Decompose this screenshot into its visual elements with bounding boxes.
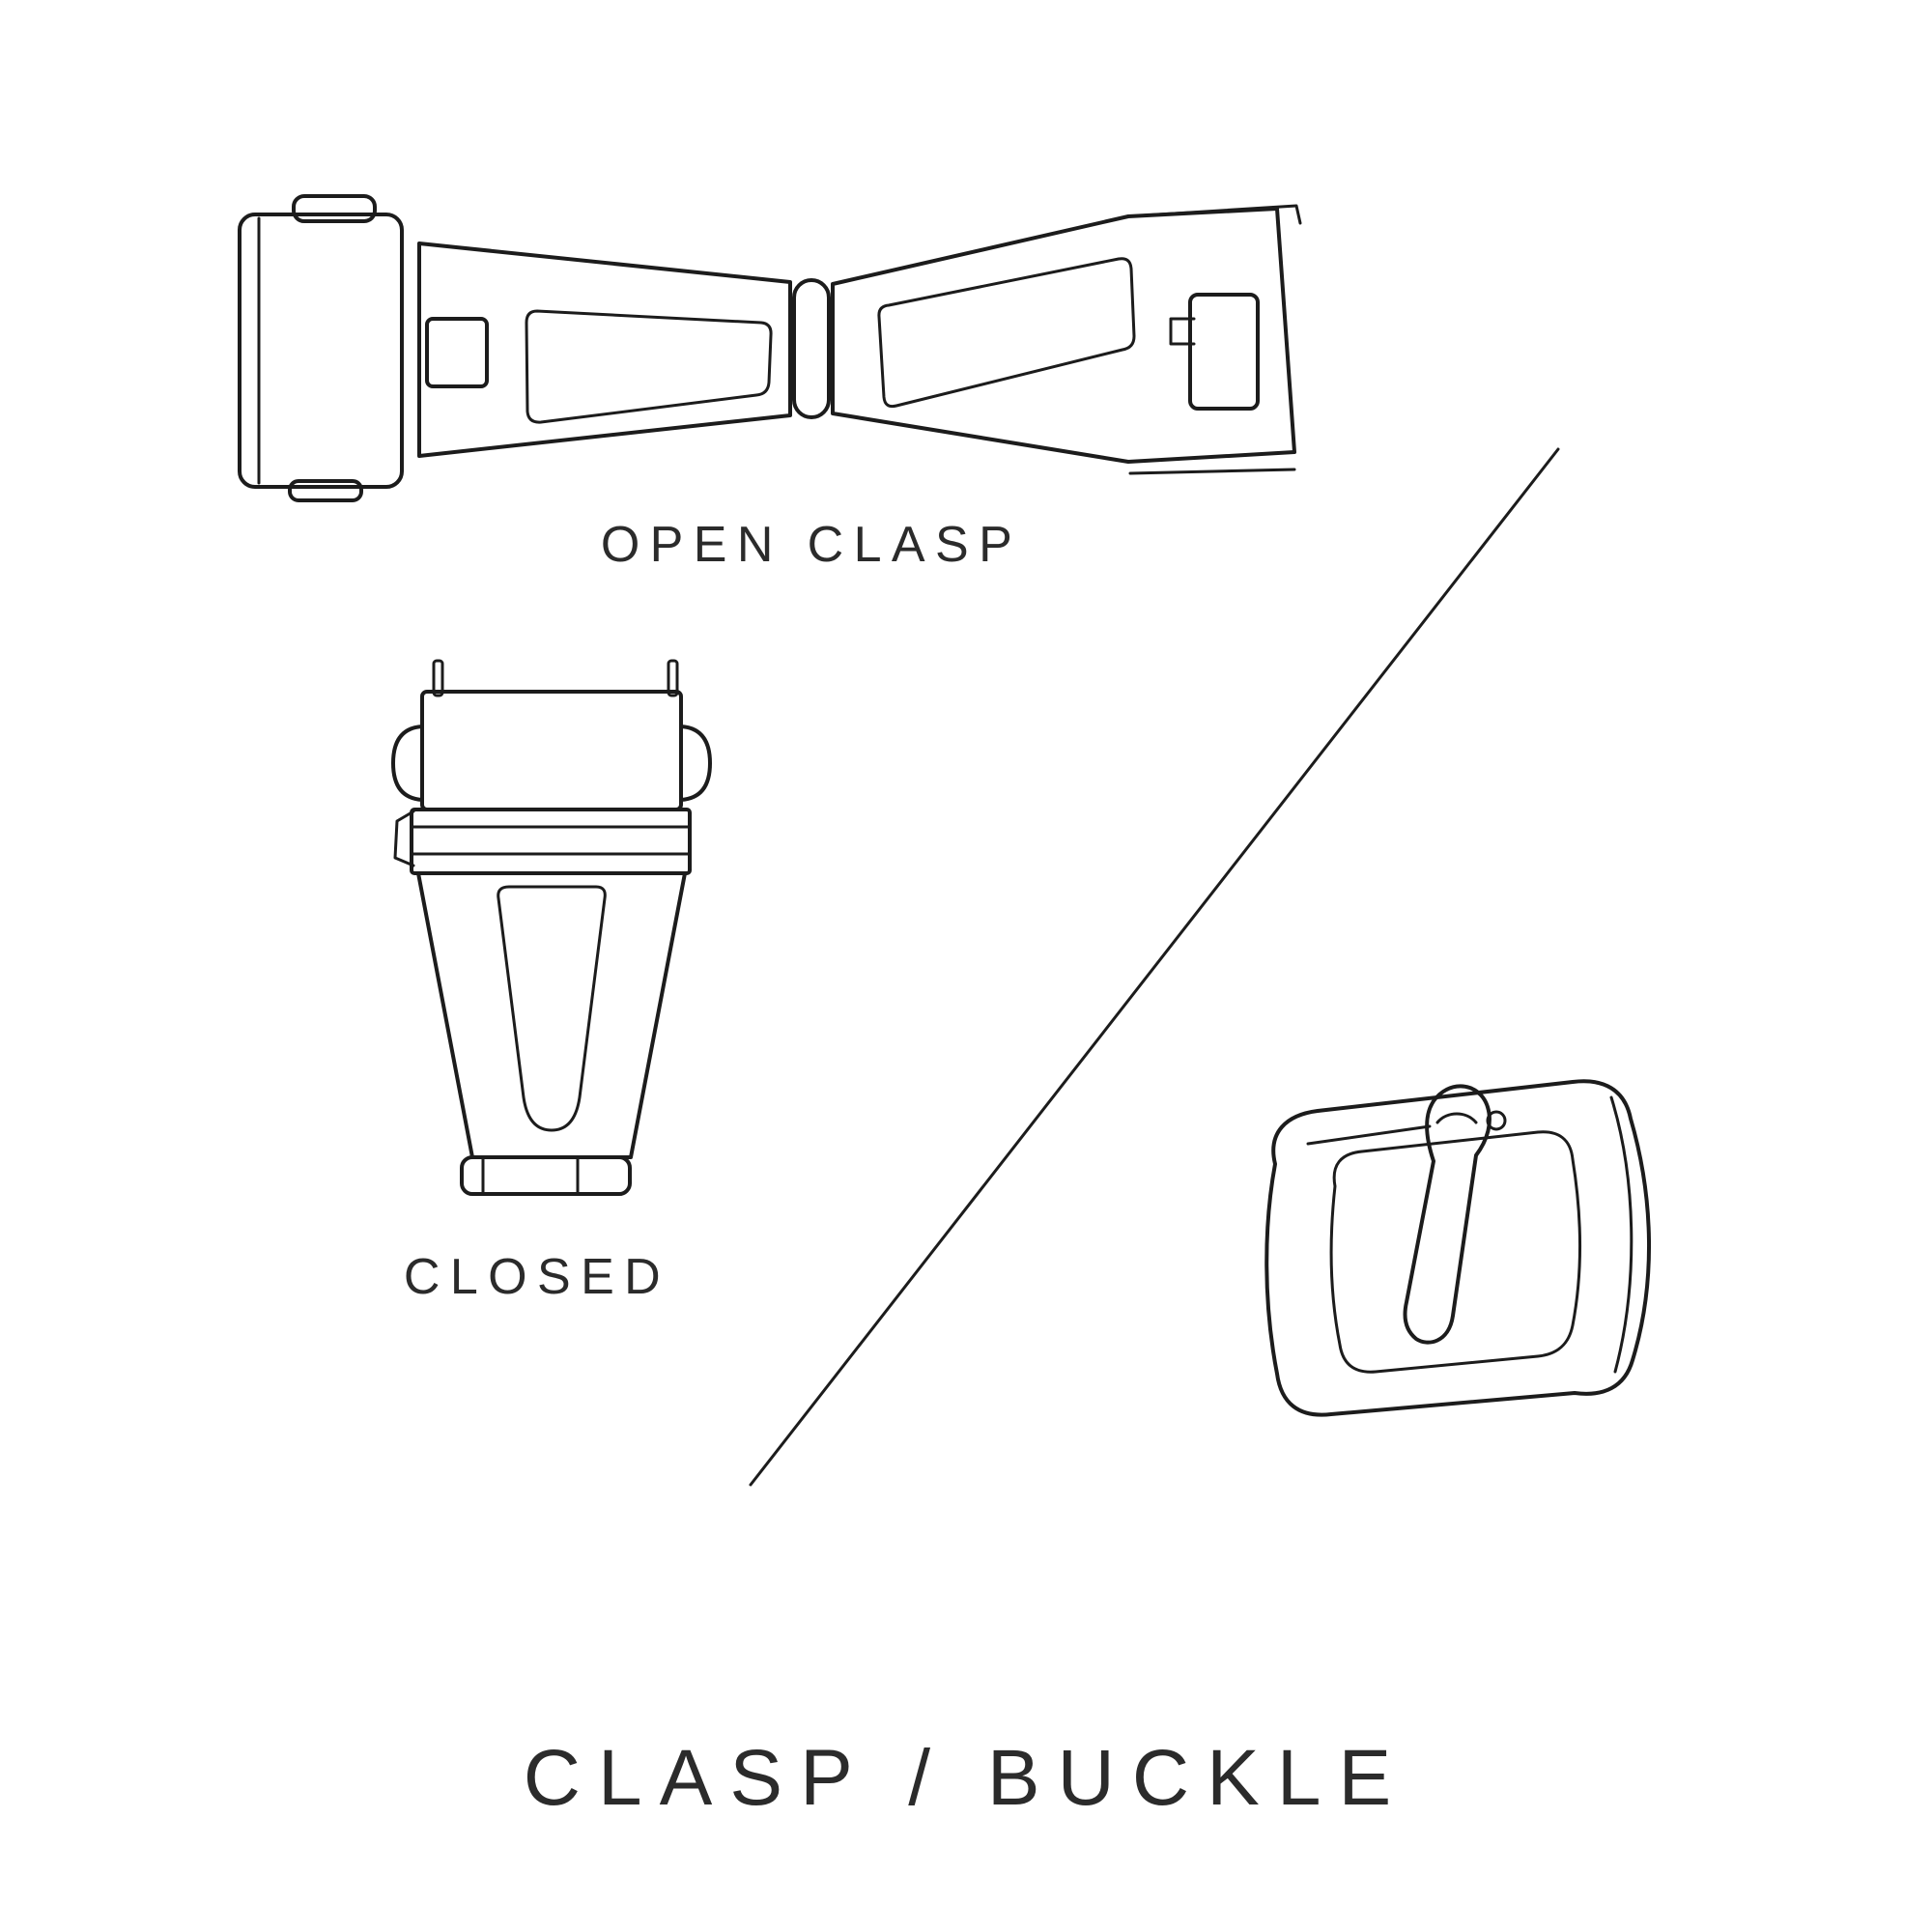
closed-clasp-side-tab (393, 810, 415, 867)
closed-clasp-band-lines (410, 825, 692, 856)
open-clasp-top-tab (292, 194, 377, 223)
open-clasp-caption: OPEN CLASP (600, 517, 1023, 573)
diagonal-divider-line (749, 447, 1560, 1487)
open-clasp-clip-plate (1188, 293, 1260, 411)
closed-clasp-left-prong (432, 659, 444, 697)
buckle-inner-window (1329, 1130, 1581, 1374)
open-clasp-clip-notch (1169, 317, 1196, 346)
open-clasp-drawing (238, 194, 1302, 502)
buckle-spring-bar-pin (1306, 1124, 1432, 1146)
tang-buckle-drawing (1264, 1079, 1652, 1417)
closed-clasp-cap-lines (481, 1157, 580, 1194)
closed-clasp-band (410, 808, 692, 875)
open-clasp-hinge (792, 278, 831, 419)
closed-clasp-drawing (391, 659, 712, 1196)
diagram-title: CLASP / BUCKLE (523, 1734, 1409, 1822)
closed-clasp-right-prong (667, 659, 679, 697)
buckle-barrel-edge (1609, 1095, 1634, 1374)
open-clasp-right-blade (831, 207, 1296, 464)
closed-clasp-left-ear (391, 724, 424, 802)
open-clasp-left-notch (425, 317, 489, 388)
buckle-pin-end (1486, 1110, 1507, 1131)
closed-clasp-top-block (420, 690, 683, 811)
open-clasp-bottom-tab (288, 479, 363, 502)
open-clasp-right-end-bar (1126, 204, 1302, 225)
open-clasp-end-link (238, 213, 404, 489)
buckle-tang (1403, 1084, 1492, 1345)
open-clasp-right-window (877, 257, 1136, 409)
closed-clasp-body (416, 871, 687, 1159)
closed-clasp-bottom-cap (460, 1155, 632, 1196)
open-clasp-left-window (525, 309, 773, 424)
closed-clasp-window (497, 885, 607, 1132)
open-clasp-right-bottom-edge (1128, 468, 1296, 475)
buckle-tang-loop (1435, 1112, 1478, 1124)
closed-clasp-right-ear (679, 724, 712, 802)
buckle-outer-frame (1264, 1079, 1652, 1417)
closed-clasp-caption: CLOSED (403, 1249, 671, 1305)
open-clasp-left-blade (417, 242, 792, 458)
